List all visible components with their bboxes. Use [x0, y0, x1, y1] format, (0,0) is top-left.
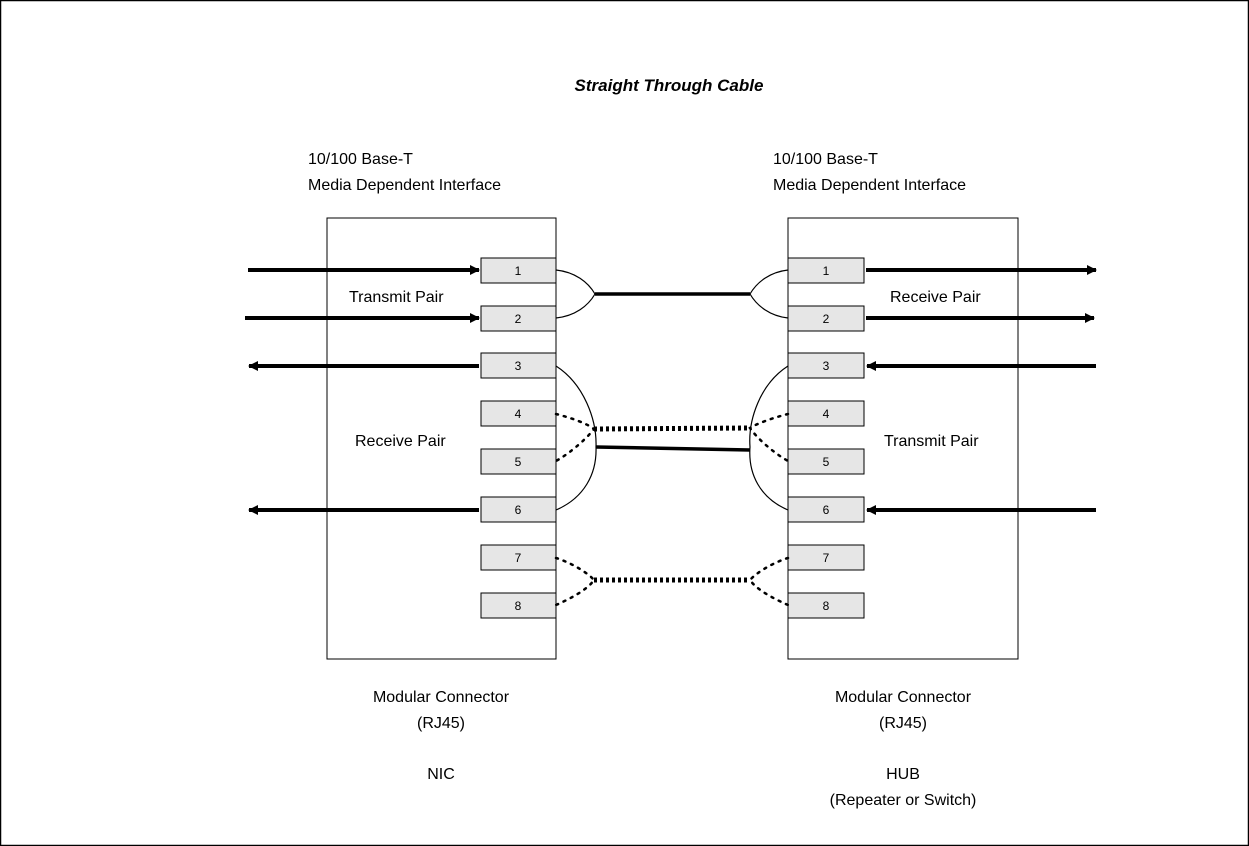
left-pin-8: 8 — [480, 592, 557, 619]
left-pair-7-8-dotted — [554, 556, 596, 607]
left-connector-label-line2: (RJ45) — [417, 715, 465, 732]
left-connector-label-line1: Modular Connector — [373, 689, 510, 706]
right-connector-body — [787, 217, 1019, 660]
left-pin-8-number: 8 — [515, 599, 522, 613]
right-pair-3-6-curve — [749, 365, 789, 511]
left-pin-5-number: 5 — [515, 455, 522, 469]
left-interface-label-line1: 10/100 Base-T — [308, 151, 413, 168]
left-receive-pair-label: Receive Pair — [355, 433, 446, 450]
right-pin-5-number: 5 — [823, 455, 830, 469]
right-device-label-line2: (Repeater or Switch) — [830, 792, 977, 809]
right-pin-7-number: 7 — [823, 551, 830, 565]
right-pin-8-number: 8 — [823, 599, 830, 613]
left-transmit-pair-label: Transmit Pair — [349, 289, 444, 306]
cable-pair-3-6 — [595, 445, 751, 452]
right-pair-7-8-dotted — [748, 556, 790, 607]
left-pin-2-number: 2 — [515, 312, 522, 326]
right-interface-label-line1: 10/100 Base-T — [773, 151, 878, 168]
right-pin-4: 4 — [787, 400, 865, 427]
right-pin-6: 6 — [787, 496, 865, 523]
left-pin-1-number: 1 — [515, 264, 522, 278]
right-connector-label-line2: (RJ45) — [879, 715, 927, 732]
left-device-label: NIC — [427, 766, 455, 783]
right-pin-5: 5 — [787, 448, 865, 475]
left-pin-6: 6 — [480, 496, 557, 523]
left-pin-3-number: 3 — [515, 359, 522, 373]
right-pin-7: 7 — [787, 544, 865, 571]
left-pin-1: 1 — [480, 257, 557, 284]
right-pair-4-5-dotted — [748, 412, 790, 463]
diagram-title: Straight Through Cable — [575, 76, 764, 95]
right-pin-6-number: 6 — [823, 503, 830, 517]
left-pin-4: 4 — [480, 400, 557, 427]
cable-pair-4-5-dotted — [593, 425, 751, 432]
right-pin-1-number: 1 — [823, 264, 830, 278]
right-pin-1: 1 — [787, 257, 865, 284]
right-pin-8: 8 — [787, 592, 865, 619]
right-receive-pair-label: Receive Pair — [890, 289, 981, 306]
right-pin-3-number: 3 — [823, 359, 830, 373]
left-interface-label-line2: Media Dependent Interface — [308, 177, 501, 194]
right-device-label-line1: HUB — [886, 766, 920, 783]
left-connector-body — [326, 217, 557, 660]
left-pair-1-2-curve — [555, 269, 596, 319]
left-pin-4-number: 4 — [515, 407, 522, 421]
left-pin-6-number: 6 — [515, 503, 522, 517]
left-pair-3-6-curve — [555, 365, 597, 511]
left-pair-4-5-dotted — [554, 412, 596, 463]
left-pin-7-number: 7 — [515, 551, 522, 565]
left-pin-5: 5 — [480, 448, 557, 475]
right-pin-4-number: 4 — [823, 407, 830, 421]
right-pin-3: 3 — [787, 352, 865, 379]
right-transmit-pair-label: Transmit Pair — [884, 433, 979, 450]
right-pin-2: 2 — [787, 305, 865, 332]
left-pin-3: 3 — [480, 352, 557, 379]
right-connector-label-line1: Modular Connector — [835, 689, 972, 706]
left-pin-2: 2 — [480, 305, 557, 332]
right-interface-label-line2: Media Dependent Interface — [773, 177, 966, 194]
right-pin-2-number: 2 — [823, 312, 830, 326]
left-pin-7: 7 — [480, 544, 557, 571]
right-pair-1-2-curve — [749, 269, 789, 319]
